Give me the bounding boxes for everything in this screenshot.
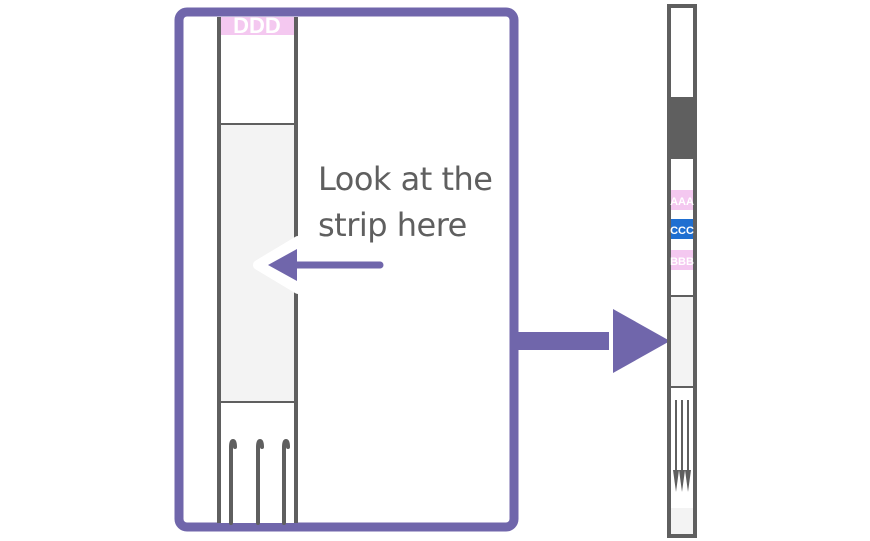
callout-line-2: strip here [318, 206, 467, 244]
strip-label-aaa: AAA [670, 196, 694, 208]
zoom-panel: DDD [174, 7, 519, 532]
strip-prongs [675, 400, 689, 470]
strip-label-ccc: CCC [670, 225, 694, 237]
strip-handle [671, 508, 693, 534]
strip-label-bbb: BBB [670, 256, 694, 268]
strip-dark-band [671, 97, 693, 159]
zoom-label-ddd: DDD [233, 13, 281, 38]
strip-result-window [671, 296, 693, 387]
zoom-prongs [229, 438, 290, 525]
test-strip: AAA CCC BBB [667, 4, 697, 538]
zoom-label-box [221, 17, 294, 35]
callout-line-1: Look at the [318, 160, 493, 198]
callout-text: Look at the strip here [318, 156, 508, 248]
connector-arrow [518, 304, 675, 378]
pointer-arrow [253, 236, 387, 294]
